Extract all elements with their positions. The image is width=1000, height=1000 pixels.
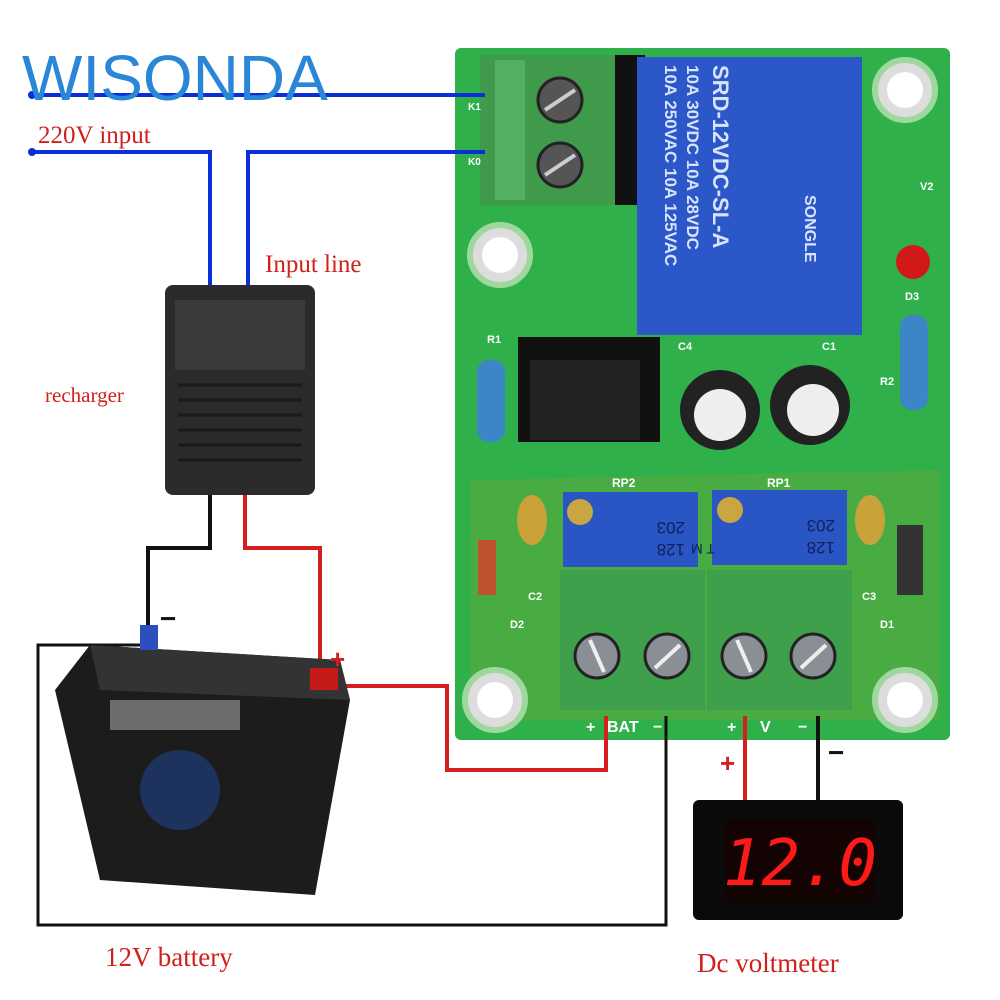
wires bbox=[30, 93, 820, 927]
diagram-shape bbox=[787, 384, 839, 436]
relay bbox=[637, 57, 862, 335]
diagram-shape bbox=[517, 495, 547, 545]
led-d3 bbox=[896, 245, 930, 279]
diagram-shape bbox=[588, 639, 606, 673]
diagram-label: 203 bbox=[807, 516, 835, 535]
diagram-shape bbox=[799, 643, 828, 670]
diagram-label: + bbox=[727, 719, 736, 736]
diagram-shape bbox=[28, 91, 36, 99]
diagram-label: + bbox=[586, 719, 595, 736]
diagram-shape bbox=[28, 148, 36, 156]
diagram-label: R1 bbox=[487, 334, 501, 346]
diagram-shape bbox=[653, 643, 682, 670]
charger-board: K1 K0 10A 250VAC 10A 125VAC 10A 30VDC 10… bbox=[455, 48, 950, 740]
diagram-label: C3 bbox=[862, 591, 876, 603]
diagram-shape bbox=[543, 88, 577, 112]
diagram-shape bbox=[567, 499, 593, 525]
diagram-shape bbox=[717, 497, 743, 523]
label-k0: K0 bbox=[468, 157, 481, 168]
diagram-label: BAT bbox=[607, 719, 639, 736]
wire-battery-positive-board bbox=[330, 684, 608, 772]
diagram-shape bbox=[90, 645, 350, 700]
diagram-shape bbox=[495, 60, 525, 200]
diagram-label: RP1 bbox=[767, 476, 791, 490]
label-meter-plus: + bbox=[720, 748, 735, 778]
wire-battery-negative-board bbox=[36, 643, 668, 927]
diagram-shape bbox=[588, 639, 828, 673]
diagram-shape: 10A 250VAC 10A 125VAC 10A 30VDC 10A 28VD… bbox=[661, 65, 818, 266]
resistor-r2 bbox=[900, 315, 928, 410]
voltmeter-reading: 12.0 bbox=[723, 827, 877, 901]
diagram-label: V2 bbox=[920, 181, 933, 193]
diagram-label: C1 bbox=[822, 341, 836, 353]
diagram-label: R2 bbox=[880, 376, 894, 388]
battery-positive-terminal bbox=[310, 668, 338, 690]
diagram-shape: 203 128 T M bbox=[657, 518, 715, 559]
diagram-shape bbox=[887, 682, 923, 718]
label-meter-minus: − bbox=[828, 737, 844, 768]
diagram-label: 10A 250VAC 10A 125VAC bbox=[661, 65, 680, 266]
diagram-shape bbox=[477, 72, 923, 718]
diagram-shape bbox=[887, 72, 923, 108]
diagram-shape bbox=[477, 682, 513, 718]
label-dc-voltmeter: Dc voltmeter bbox=[697, 948, 839, 978]
diagram-shape bbox=[543, 153, 577, 177]
recharger-adapter bbox=[165, 285, 315, 495]
label-battery-plus: + bbox=[330, 644, 345, 674]
label-12v-battery: 12V battery bbox=[105, 942, 233, 972]
label-k1: K1 bbox=[468, 102, 481, 113]
label-220v-input: 220V input bbox=[38, 122, 151, 149]
diagram-label: V bbox=[760, 719, 771, 736]
diagram-shape bbox=[694, 389, 746, 441]
diagram-label: C4 bbox=[678, 341, 693, 353]
diagram-shape bbox=[110, 700, 240, 730]
diagram-label: D3 bbox=[905, 291, 919, 303]
dc-voltmeter: 12.0 bbox=[693, 800, 903, 920]
diagram-label: − bbox=[653, 719, 662, 736]
diagram-label: C2 bbox=[528, 591, 542, 603]
diagram-shape bbox=[735, 639, 753, 673]
diagram-label: SRD-12VDC-SL-A bbox=[708, 65, 733, 248]
diagram-label: 128 bbox=[807, 538, 835, 557]
diagram-label: RP2 bbox=[612, 476, 636, 490]
wire-ac-k0 bbox=[30, 150, 212, 287]
diagram-label: SONGLE bbox=[801, 195, 818, 263]
wire-input-line bbox=[246, 150, 485, 287]
battery-12v bbox=[55, 625, 350, 895]
label-battery-minus: − bbox=[160, 603, 176, 634]
diagram-label: D2 bbox=[510, 619, 524, 631]
diagram-label: 128 bbox=[657, 540, 685, 559]
diode-d2 bbox=[478, 540, 496, 595]
diode-d1 bbox=[897, 525, 923, 595]
resistor-r1 bbox=[477, 360, 505, 442]
diagram-shape bbox=[482, 237, 518, 273]
diagram-shape bbox=[178, 383, 302, 462]
diagram-label: − bbox=[798, 719, 807, 736]
diagram-shape bbox=[725, 820, 875, 902]
diagram-label: 203 bbox=[657, 518, 685, 537]
diagram-label: D1 bbox=[880, 619, 894, 631]
diagram-shape bbox=[530, 360, 640, 440]
wire-recharger-positive bbox=[243, 492, 322, 680]
diagram-shape bbox=[462, 57, 938, 733]
diagram-shape bbox=[140, 750, 220, 830]
diagram-shape bbox=[855, 495, 885, 545]
diagram-label: 10A 30VDC 10A 28VDC bbox=[683, 65, 702, 250]
label-input-line: Input line bbox=[265, 251, 362, 278]
brand-watermark: WISONDA bbox=[22, 42, 328, 114]
label-recharger: recharger bbox=[45, 383, 124, 407]
wire-recharger-negative bbox=[146, 492, 212, 632]
diagram-shape bbox=[175, 300, 305, 370]
diagram-label: T M bbox=[691, 541, 715, 557]
battery-negative-terminal bbox=[140, 625, 158, 650]
